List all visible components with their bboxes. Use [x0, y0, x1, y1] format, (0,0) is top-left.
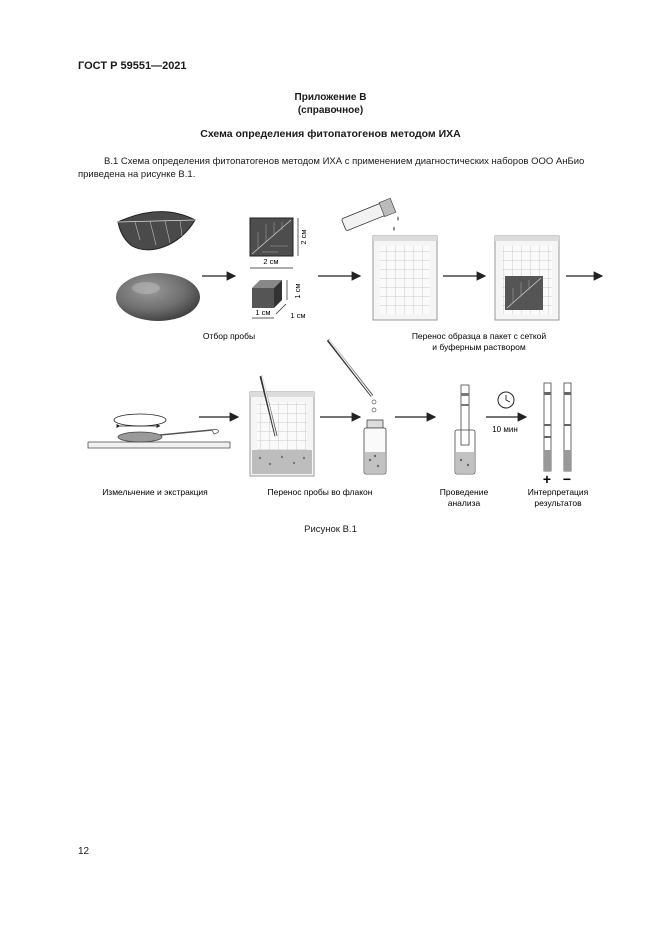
- figure-diagram: 2 см 2 см 1 см 1 см 1 см Отбор пр: [0, 0, 661, 520]
- mesh-bag-with-sample-icon: [495, 236, 559, 320]
- step-grinding-label: Измельчение и экстракция: [102, 487, 208, 497]
- step-analysis-label-1: Проведение: [440, 487, 489, 497]
- positive-sign: +: [543, 471, 551, 487]
- step-transfer-bag-label-1: Перенос образца в пакет с сеткой: [412, 331, 547, 341]
- negative-sign: −: [563, 471, 571, 487]
- result-strip-negative: [564, 383, 571, 471]
- potato-icon: [116, 273, 200, 321]
- potato-cube-icon: [252, 280, 282, 308]
- step-interpretation-label-2: результатов: [534, 498, 582, 508]
- clock-icon: [498, 392, 514, 408]
- pipette-icon-2: [328, 340, 376, 412]
- grinding-spoon-icon: [88, 414, 230, 448]
- dimension-line-1cm-d: [276, 304, 286, 314]
- step-analysis-label-2: анализа: [448, 498, 481, 508]
- leaf-icon: [118, 212, 195, 250]
- bag-with-extract-icon: [250, 392, 314, 476]
- figure-caption: Рисунок В.1: [0, 524, 661, 535]
- test-strip-in-vial-icon: [455, 385, 475, 474]
- result-strip-positive: [544, 383, 551, 471]
- dimension-2cm-vertical: 2 см: [299, 229, 308, 244]
- step-interpretation-label-1: Интерпретация: [528, 487, 589, 497]
- dimension-1cm-horizontal: 1 см: [255, 308, 270, 317]
- step-transfer-bag-label-2: и буферным раствором: [432, 342, 526, 352]
- page-number: 12: [78, 846, 89, 857]
- buffer-tube-icon: [341, 198, 399, 232]
- dimension-1cm-vertical: 1 см: [293, 283, 302, 298]
- step-transfer-vial-label: Перенос пробы во флакон: [268, 487, 373, 497]
- mesh-bag-icon: [373, 236, 437, 320]
- step-sampling-label: Отбор пробы: [203, 331, 255, 341]
- dimension-1cm-depth: 1 см: [290, 311, 305, 320]
- vial-icon: [364, 420, 386, 474]
- dimension-2cm-horizontal: 2 см: [263, 257, 278, 266]
- leaf-square-sample-icon: [250, 218, 293, 256]
- incubation-time: 10 мин: [492, 425, 518, 434]
